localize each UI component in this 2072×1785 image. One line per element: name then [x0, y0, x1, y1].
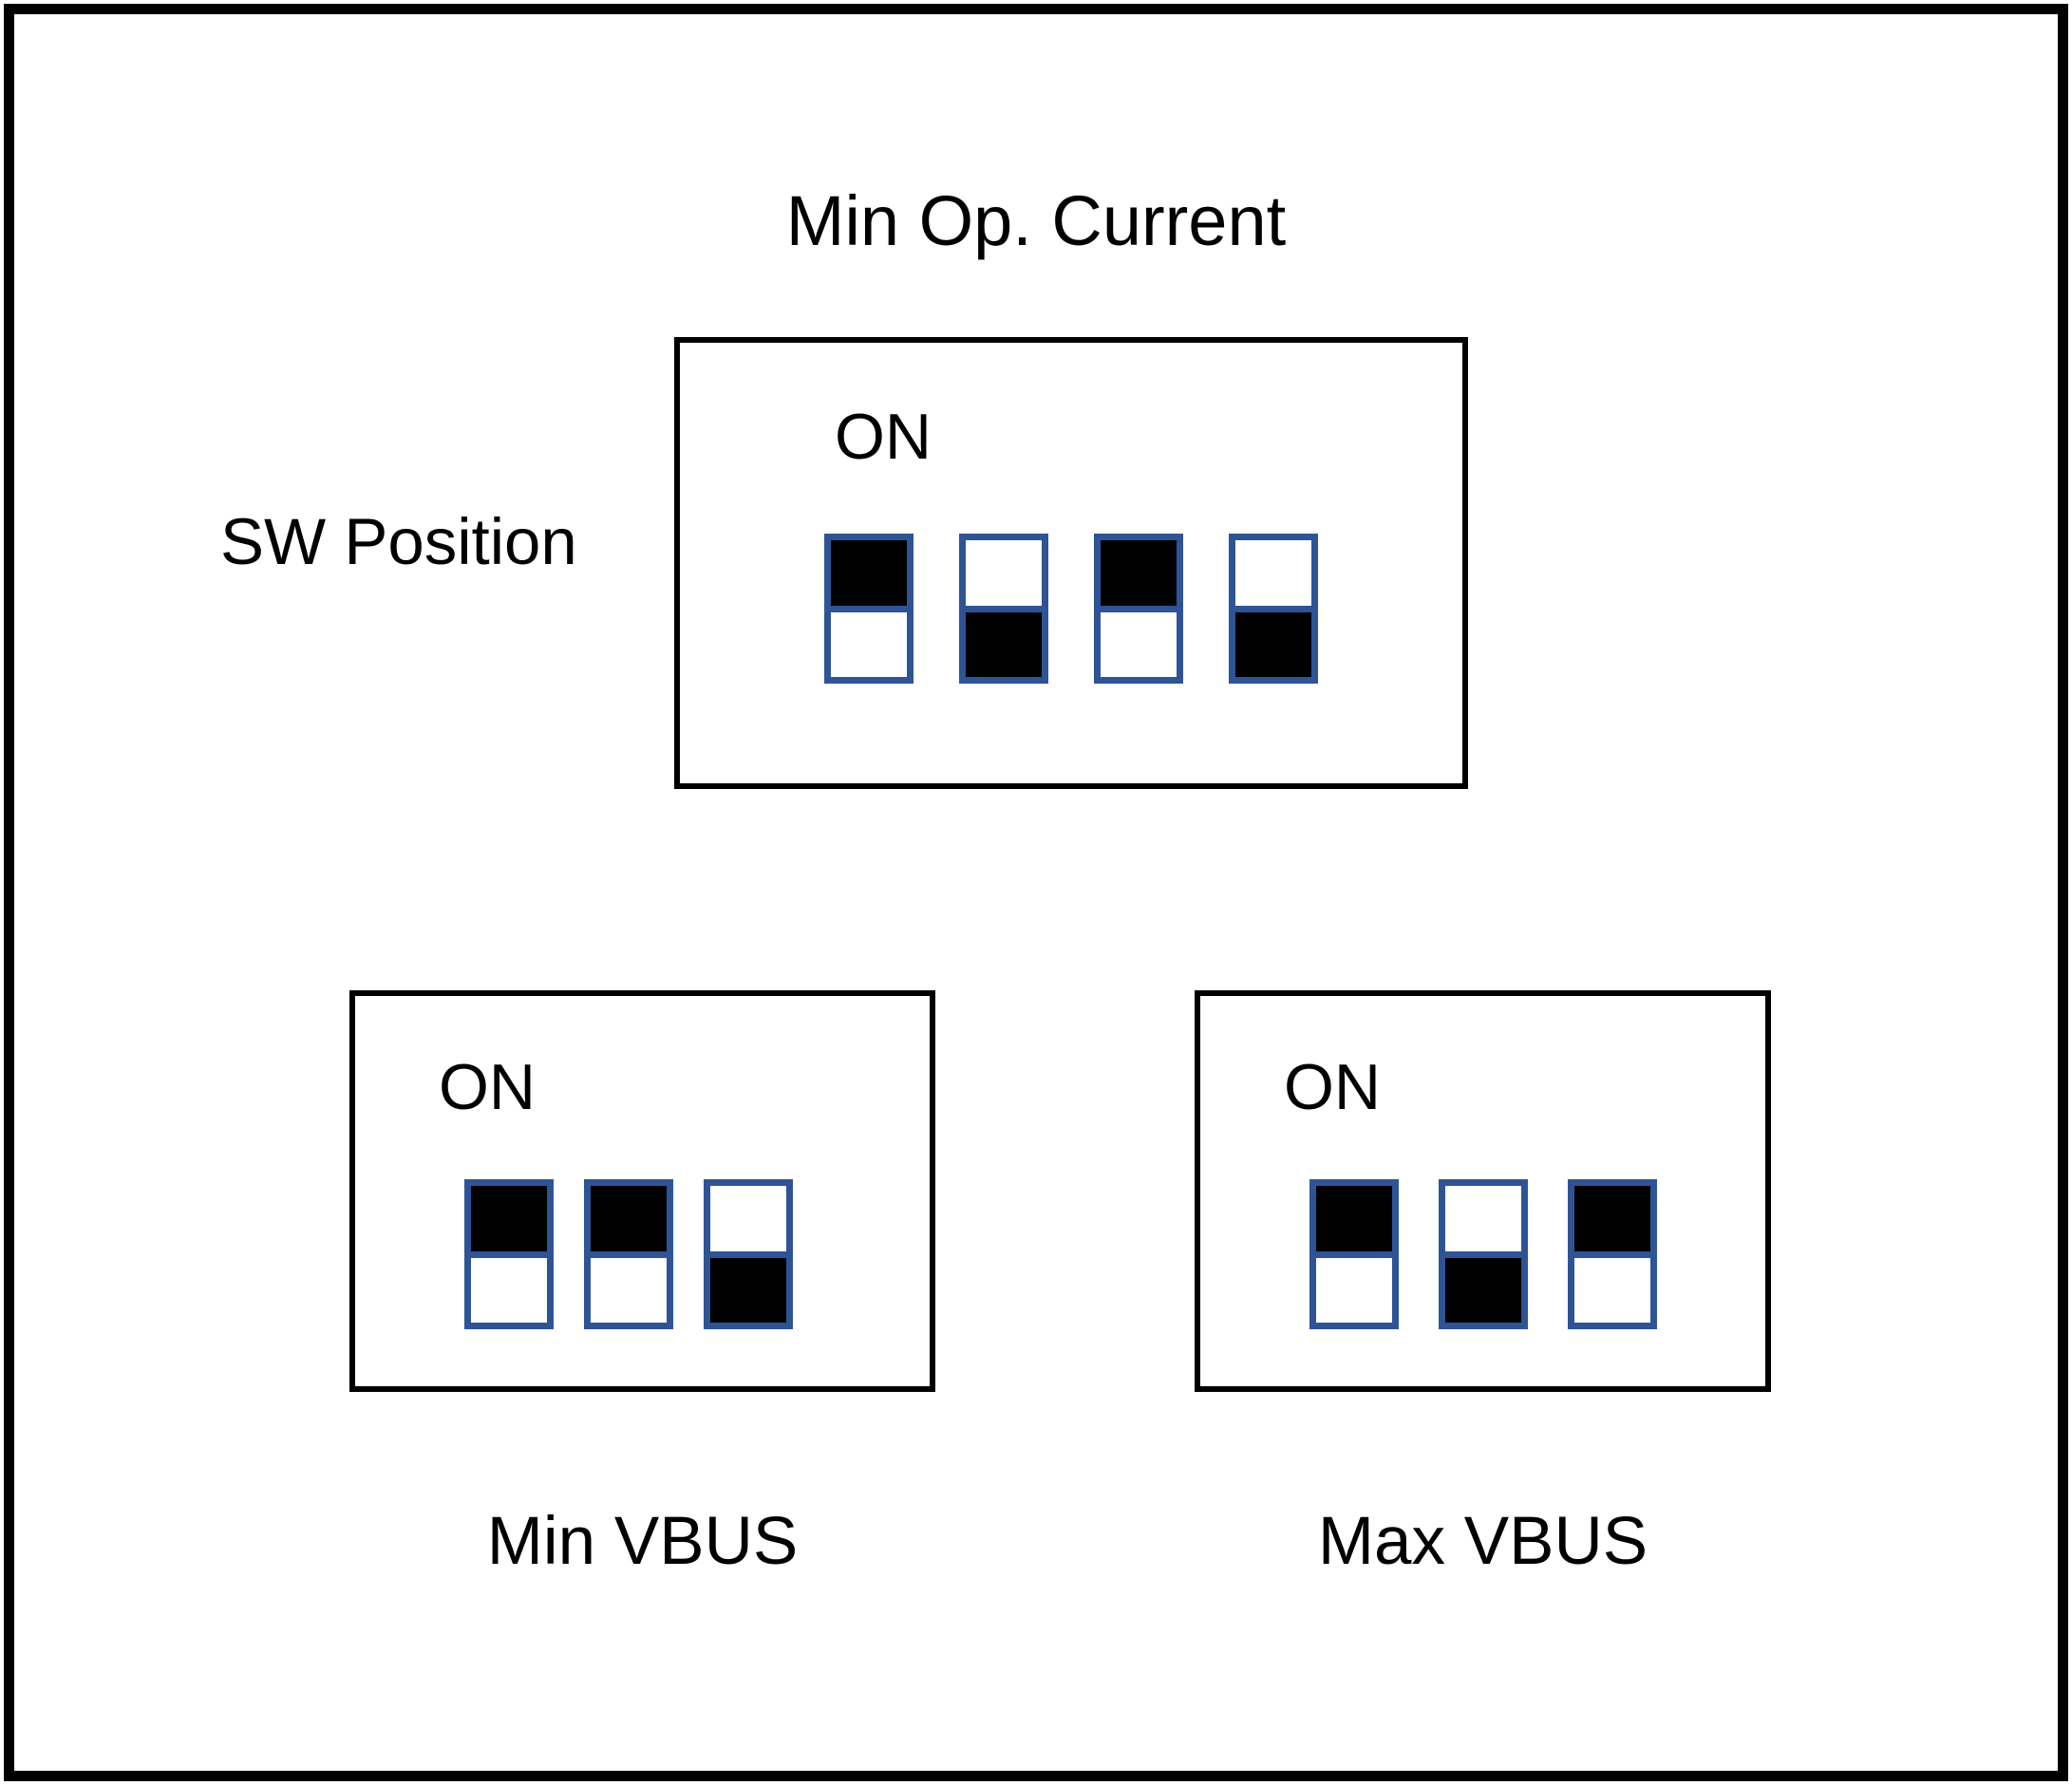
dip-switch-4-bottom-half: [1235, 605, 1311, 677]
dip-switch-3-bottom-half: [1574, 1250, 1650, 1323]
dip-switch-row-min-op-current: [824, 534, 1318, 684]
dip-switch-3-bottom-half: [1101, 605, 1177, 677]
on-label-max-vbus: ON: [1284, 1051, 1381, 1123]
dip-switch-3-bottom-half: [710, 1250, 786, 1323]
caption-min-vbus: Min VBUS: [486, 1504, 799, 1579]
dip-switch-1[interactable]: [464, 1179, 554, 1329]
dip-switch-2-bottom-half: [591, 1250, 667, 1323]
caption-max-vbus: Max VBUS: [1317, 1504, 1648, 1579]
dip-switch-row-min-vbus: [464, 1179, 793, 1329]
dip-switch-3[interactable]: [1094, 534, 1183, 684]
dip-switch-row-max-vbus: [1309, 1179, 1657, 1329]
dip-switch-3-top-half: [1574, 1186, 1650, 1251]
dip-switch-1-bottom-half: [831, 605, 907, 677]
switch-block-min-vbus: ON: [349, 990, 935, 1392]
dip-switch-1-bottom-half: [471, 1250, 547, 1323]
dip-switch-3-top-half: [710, 1186, 786, 1251]
dip-switch-4[interactable]: [1229, 534, 1318, 684]
dip-switch-1[interactable]: [824, 534, 914, 684]
dip-switch-1-top-half: [831, 540, 907, 606]
dip-switch-2[interactable]: [959, 534, 1048, 684]
switch-block-min-op-current: ON: [674, 337, 1468, 789]
dip-switch-2[interactable]: [1439, 1179, 1528, 1329]
dip-switch-2-top-half: [1445, 1186, 1521, 1251]
dip-switch-2-bottom-half: [1445, 1250, 1521, 1323]
label-sw-position: SW Position: [220, 505, 577, 578]
dip-switch-3[interactable]: [704, 1179, 793, 1329]
dip-switch-2[interactable]: [584, 1179, 673, 1329]
dip-switch-2-bottom-half: [966, 605, 1042, 677]
dip-switch-2-top-half: [966, 540, 1042, 606]
dip-switch-1[interactable]: [1309, 1179, 1399, 1329]
title-min-op-current: Min Op. Current: [785, 181, 1287, 260]
dip-switch-4-top-half: [1235, 540, 1311, 606]
switch-block-max-vbus: ON: [1195, 990, 1771, 1392]
dip-switch-3[interactable]: [1568, 1179, 1657, 1329]
on-label-min-op-current: ON: [835, 401, 932, 473]
dip-switch-3-top-half: [1101, 540, 1177, 606]
dip-switch-1-top-half: [471, 1186, 547, 1251]
dip-switch-1-top-half: [1316, 1186, 1392, 1251]
dip-switch-2-top-half: [591, 1186, 667, 1251]
dip-switch-1-bottom-half: [1316, 1250, 1392, 1323]
on-label-min-vbus: ON: [439, 1051, 536, 1123]
